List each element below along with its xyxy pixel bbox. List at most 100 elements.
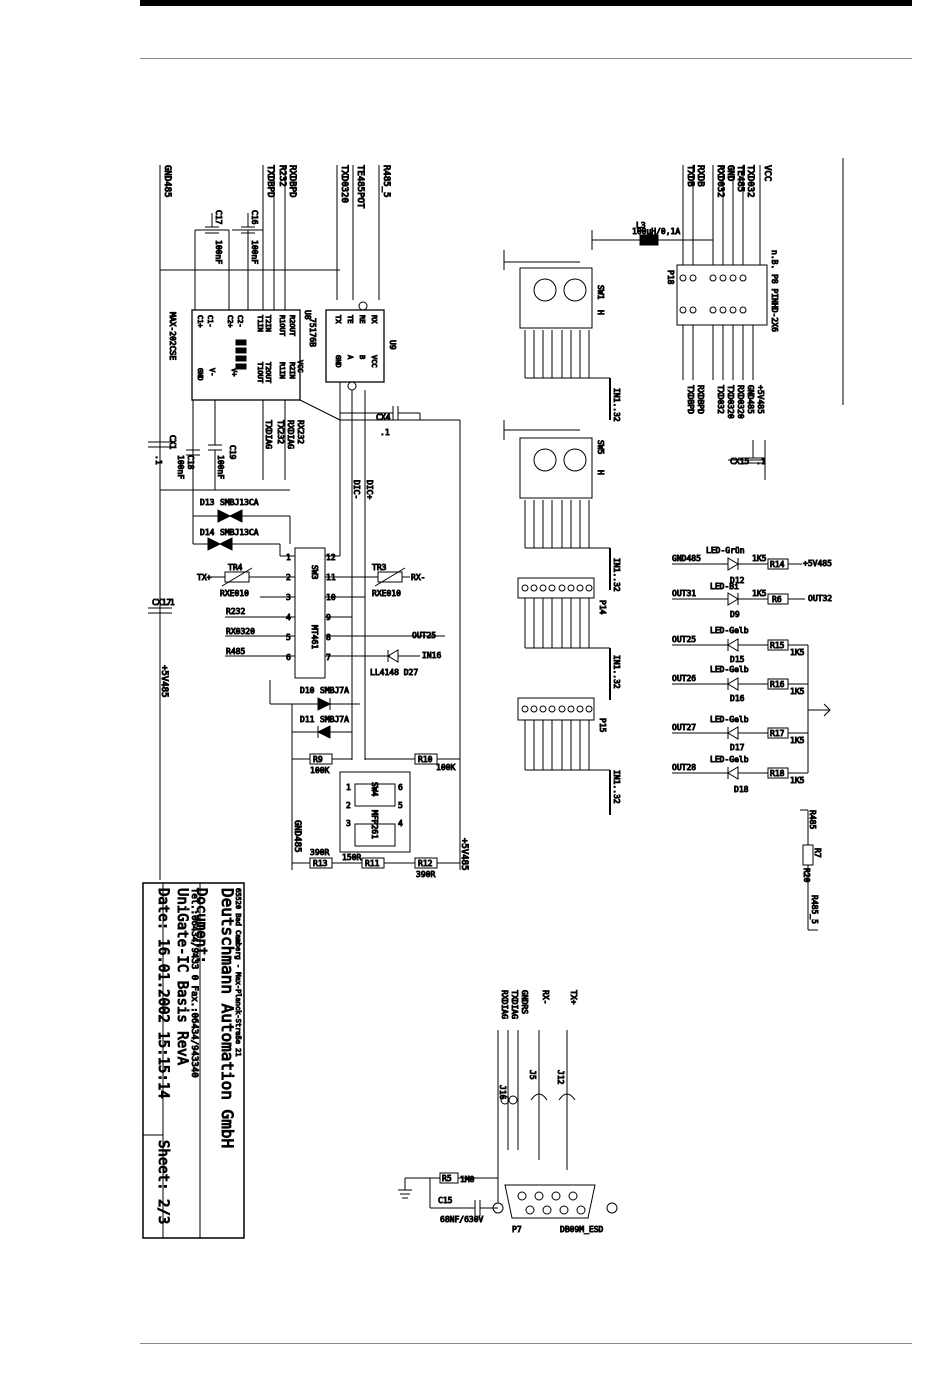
- svg-text:T1OUT: T1OUT: [256, 362, 264, 384]
- diode-d27: IN16 LL4148 D27: [370, 649, 442, 678]
- svg-text:R485: R485: [226, 647, 245, 656]
- resistor-r5: R5 1M0: [405, 1172, 498, 1185]
- svg-text:OUT27: OUT27: [672, 723, 696, 732]
- dip-switch-sw1: SW1 H IN1..32: [503, 250, 622, 422]
- svg-text:100nF: 100nF: [176, 455, 185, 479]
- net-label: R485_5: [381, 165, 391, 198]
- svg-text:TX+: TX+: [197, 573, 212, 582]
- header-rule: [140, 58, 912, 59]
- svg-text:R485_5: R485_5: [810, 895, 819, 924]
- svg-text:1M0: 1M0: [460, 1175, 475, 1184]
- svg-text:OUT32: OUT32: [808, 594, 832, 603]
- svg-text:C17: C17: [214, 210, 223, 225]
- svg-text:VCC: VCC: [370, 355, 378, 368]
- diode-d14: D14 SMBJ13CA: [193, 528, 280, 551]
- svg-text:.1: .1: [154, 455, 163, 465]
- svg-text:P7: P7: [512, 1225, 522, 1234]
- svg-text:100µH/0,1A: 100µH/0,1A: [632, 227, 680, 236]
- capacitor-c15: C15 68NF/630V: [429, 1178, 498, 1225]
- svg-text:n.B. P8 PINHD-2X6: n.B. P8 PINHD-2X6: [770, 250, 779, 332]
- ic-u9-75176: U9 75176B RX VCC RE B TE A TX GND: [308, 301, 398, 391]
- resistor-r7: R485 R7 R20 R485_5: [800, 809, 823, 931]
- svg-text:IN16: IN16: [422, 651, 441, 660]
- svg-text:IN1..32: IN1..32: [612, 388, 621, 422]
- svg-text:C16: C16: [250, 210, 259, 225]
- header-p18: P18 n.B. P8 PINHD-2X6: [666, 250, 780, 333]
- svg-text:5: 5: [398, 801, 403, 810]
- svg-text:CX15: CX15: [730, 457, 749, 466]
- subd-net-labels: TX+ RX- GNDRS TXDIAG RXDIAG: [500, 990, 579, 1020]
- svg-text:SW4: SW4: [370, 782, 379, 797]
- svg-text:LL4148 D27: LL4148 D27: [370, 668, 418, 677]
- svg-text:6: 6: [286, 653, 291, 662]
- svg-text:OUT26: OUT26: [672, 674, 696, 683]
- svg-text:D10: D10: [300, 686, 315, 695]
- led-d12: GND485 LED-Grün 1K5 R14 +5V485 D12: [672, 546, 833, 586]
- svg-text:TXDIAG: TXDIAG: [264, 420, 273, 449]
- svg-text:SW3: SW3: [310, 565, 319, 580]
- svg-text:150R: 150R: [342, 853, 361, 862]
- sheet-number: Sheet: 2/3: [155, 1140, 171, 1224]
- switch-sw4-mfp261: SW4 MFP261 12 36 54: [339, 771, 411, 853]
- svg-text:TXD0320: TXD0320: [726, 385, 735, 419]
- header-p14: P14 IN1..32: [517, 577, 622, 700]
- svg-text:C15: C15: [438, 1196, 453, 1205]
- svg-text:GND485: GND485: [746, 385, 755, 414]
- svg-text:1K5: 1K5: [752, 554, 767, 563]
- svg-text:RXDIAG: RXDIAG: [286, 420, 295, 449]
- resistor-r11: R11 150R: [342, 853, 415, 869]
- svg-text:J16: J16: [498, 1085, 507, 1100]
- footer-rule: [140, 1343, 912, 1344]
- svg-text:6: 6: [398, 783, 403, 792]
- svg-text:1K5: 1K5: [790, 687, 805, 696]
- svg-text:U9: U9: [388, 340, 397, 350]
- svg-text:P15: P15: [598, 718, 607, 733]
- svg-text:.1: .1: [165, 598, 175, 607]
- svg-text:TX: TX: [334, 315, 342, 324]
- svg-text:1: 1: [346, 783, 351, 792]
- resistor-r13: R13 390R: [292, 848, 362, 869]
- svg-text:R15: R15: [770, 641, 785, 650]
- svg-text:+5V485: +5V485: [756, 385, 765, 414]
- svg-text:R17: R17: [770, 729, 785, 738]
- svg-text:R16: R16: [770, 680, 785, 689]
- company-phone-fax: Tel.:06434/9433 0 Fax.:06434/943340: [189, 888, 199, 1078]
- diode-d10: D10 SMBJ7A: [270, 686, 360, 711]
- svg-text:OUT25: OUT25: [412, 631, 436, 640]
- company-address: 65520 Bad Camberg - Max-Planck-Straße 21: [234, 888, 242, 1057]
- svg-text:SMBJ7A: SMBJ7A: [320, 715, 349, 724]
- svg-text:MT461: MT461: [310, 625, 319, 649]
- svg-text:TR4: TR4: [228, 563, 243, 572]
- dip-switch-sw5: SW5 H IN1..32: [503, 420, 622, 592]
- svg-text:LED-Gelb: LED-Gelb: [710, 665, 749, 674]
- svg-text:+5V485: +5V485: [459, 838, 469, 871]
- capacitor-cx15: CX15 .1: [728, 440, 766, 480]
- svg-text:V+: V+: [230, 368, 238, 376]
- svg-text:100K: 100K: [436, 763, 455, 772]
- svg-text:SMBJ13CA: SMBJ13CA: [220, 498, 259, 507]
- svg-text:D16: D16: [730, 694, 745, 703]
- svg-text:R2IN: R2IN: [288, 362, 296, 379]
- svg-text:C1-: C1-: [206, 315, 214, 328]
- svg-text:D9: D9: [730, 610, 740, 619]
- svg-text:TX+: TX+: [569, 990, 578, 1005]
- svg-text:1K5: 1K5: [790, 776, 805, 785]
- resistor-r9: R9 100K: [292, 753, 352, 776]
- svg-text:R10: R10: [418, 755, 433, 764]
- svg-text:R20: R20: [802, 868, 811, 883]
- svg-text:T2OUT: T2OUT: [264, 362, 272, 384]
- svg-text:DB09M_ESD: DB09M_ESD: [560, 1225, 604, 1234]
- resistor-r10: R10 100K: [365, 753, 460, 773]
- document-name: UniGate-IC Basis RevA: [174, 888, 190, 1066]
- svg-text:100nF: 100nF: [214, 240, 223, 264]
- svg-text:RE: RE: [358, 315, 366, 323]
- svg-text:1K5: 1K5: [790, 648, 805, 657]
- connector-p7-db9: P7 DB09M_ESD: [492, 1184, 618, 1235]
- svg-text:+5V485: +5V485: [159, 665, 169, 698]
- svg-text:R11: R11: [365, 859, 380, 868]
- svg-text:1K5: 1K5: [752, 589, 767, 598]
- svg-text:RXDB: RXDB: [695, 165, 705, 187]
- svg-text:TXDIAG: TXDIAG: [510, 990, 519, 1019]
- svg-text:D14: D14: [200, 528, 215, 537]
